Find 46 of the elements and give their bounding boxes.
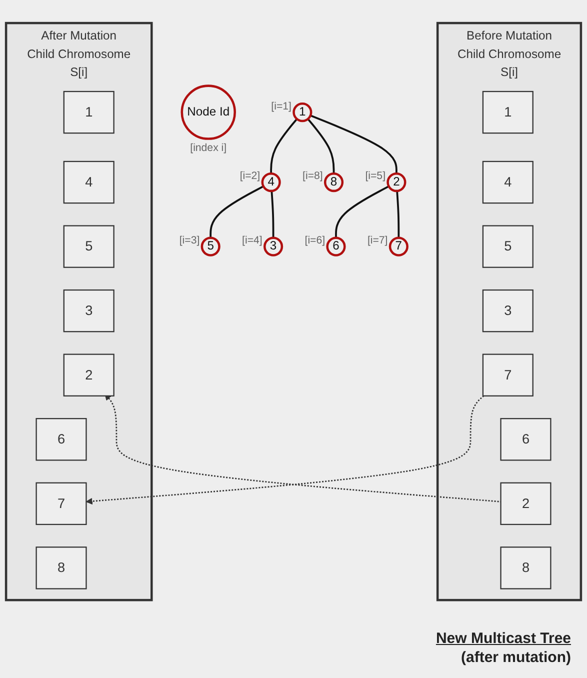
- node-box: [482, 226, 534, 268]
- node-circle: [263, 237, 284, 257]
- cluster: [4, 22, 153, 602]
- node-box: [63, 354, 114, 397]
- node-circle: [324, 172, 344, 192]
- index-label: [i=5]: [365, 170, 386, 183]
- node-circle: [261, 172, 281, 192]
- connector: [396, 191, 400, 238]
- node-box: [482, 161, 534, 204]
- node-box: [63, 226, 114, 268]
- connector: [335, 186, 390, 238]
- node-box: [482, 91, 534, 134]
- node-box: [482, 354, 534, 397]
- node-box: [36, 547, 87, 590]
- connector: [210, 186, 264, 238]
- connector: [307, 118, 335, 174]
- index-label: [i=3]: [179, 234, 200, 247]
- node-circle: [200, 237, 220, 257]
- node-circle: [180, 85, 236, 140]
- index-label: [i=2]: [240, 170, 260, 183]
- connector: [270, 191, 274, 238]
- connector: [270, 118, 298, 174]
- index-label: [i=7]: [367, 234, 388, 247]
- index-label: [i=8]: [302, 170, 323, 183]
- node-box: [482, 290, 534, 333]
- node-box: [500, 547, 552, 590]
- node-box: [500, 482, 552, 526]
- cluster: [436, 22, 582, 602]
- tree-heading: New Multicast Tree: [434, 630, 571, 647]
- node-circle: [386, 172, 406, 192]
- node-circle: [292, 102, 312, 123]
- node-box: [36, 482, 87, 526]
- node-box: [63, 91, 114, 134]
- node-circle: [326, 237, 346, 257]
- node-box: [36, 418, 87, 462]
- connector: [310, 115, 398, 174]
- node-box: [63, 161, 114, 204]
- index-label: [i=4]: [242, 234, 262, 247]
- diagram: After Mutation Child Chromosome S[i] Before Mutation Child Chromosome S[i] 1 4 5 3 7 6 2 8 1 4 5 3 2 6 7 8 Node Id 1 4 5 3 2 6 7 8 [index i] [i=1] [i=2] [i=3] [i=4] [i=5] [i=6] [i=7] [i=8]: [0, 17, 587, 607]
- node-box: [63, 290, 114, 333]
- node-circle: [388, 237, 408, 257]
- node-box: [500, 418, 552, 462]
- index-label: [i=1]: [271, 100, 292, 113]
- index-label: [index i]: [190, 142, 227, 154]
- note-text: (after mutation): [460, 649, 571, 666]
- index-label: [i=6]: [304, 234, 326, 247]
